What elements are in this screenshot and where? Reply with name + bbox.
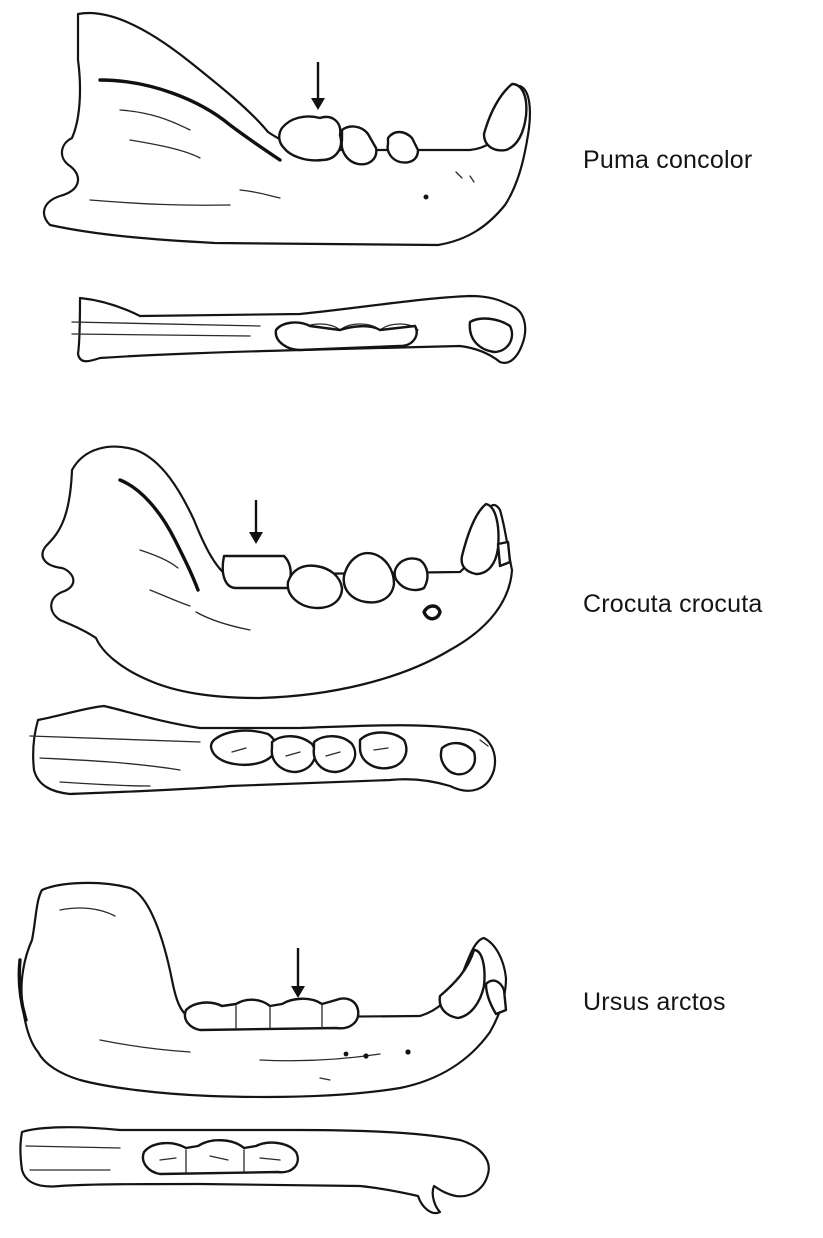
crocuta-occlusal-view <box>30 706 495 794</box>
puma-occlusal-view <box>72 296 525 363</box>
species-label-crocuta: Crocuta crocuta <box>583 590 762 619</box>
species-label-ursus: Ursus arctos <box>583 988 726 1017</box>
puma-lateral-view <box>44 13 530 245</box>
species-label-puma: Puma concolor <box>583 146 752 175</box>
ursus-occlusal-view <box>21 1127 489 1213</box>
ursus-lateral-view <box>19 883 506 1097</box>
crocuta-lateral-view <box>43 447 512 698</box>
